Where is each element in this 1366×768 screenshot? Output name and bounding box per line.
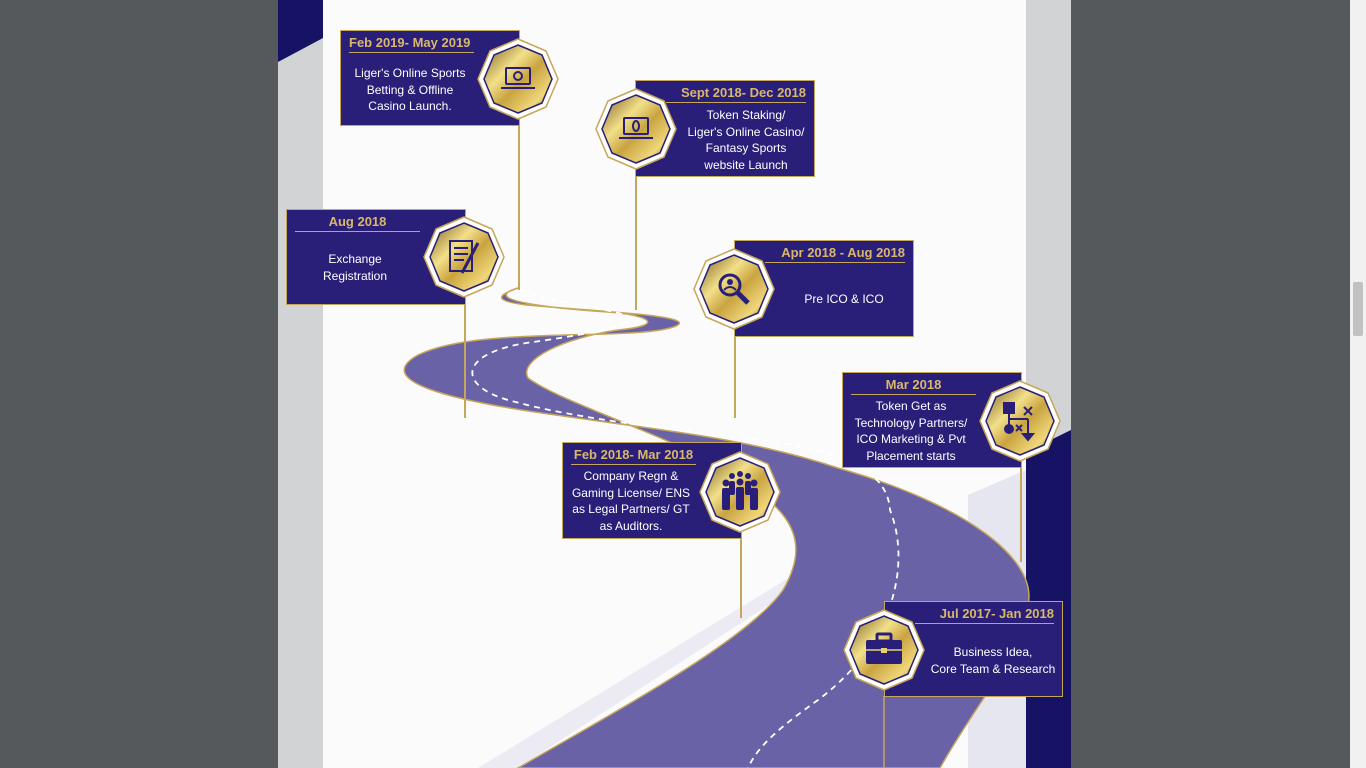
milestone-description: Token Staking/ Liger's Online Casino/ Fa… — [687, 108, 805, 172]
milestone-date: Sept 2018- Dec 2018 — [666, 84, 806, 103]
milestone-date: Mar 2018 — [851, 376, 976, 395]
milestone-date: Apr 2018 - Aug 2018 — [765, 244, 905, 263]
milestone-badge-3 — [423, 216, 505, 298]
milestone-date: Feb 2019- May 2019 — [349, 34, 474, 53]
milestone-date: Aug 2018 — [295, 213, 420, 232]
milestone-badge-7 — [843, 609, 925, 691]
stem-milestone-6 — [740, 532, 742, 618]
document-pen-icon — [449, 240, 480, 274]
stem-milestone-3 — [464, 300, 466, 418]
milestone-badge-1 — [477, 38, 559, 120]
team-icon — [722, 471, 758, 510]
milestone-description: Business Idea, Core Team & Research — [930, 645, 1056, 676]
stem-milestone-1 — [518, 120, 520, 290]
milestone-badge-6 — [699, 451, 781, 533]
laptop-icon — [619, 117, 653, 139]
milestone-badge-4 — [693, 248, 775, 330]
milestone-description: Token Get as Technology Partners/ ICO Ma… — [854, 399, 968, 463]
vertical-scrollbar[interactable] — [1350, 0, 1366, 768]
laptop-icon — [501, 67, 535, 89]
milestone-description: Liger's Online Sports Betting & Offline … — [354, 66, 466, 113]
strategy-icon — [1003, 402, 1036, 442]
milestone-description: Company Regn & Gaming License/ ENS as Le… — [571, 469, 691, 533]
scrollbar-thumb[interactable] — [1353, 282, 1363, 336]
milestone-description: Pre ICO & ICO — [804, 292, 884, 306]
roadmap-page: Feb 2019- May 2019 Liger's Online Sports… — [278, 0, 1071, 768]
milestone-card-6: Feb 2018- Mar 2018 Company Regn & Gaming… — [562, 442, 742, 539]
milestone-card-7: Jul 2017- Jan 2018 Business Idea, Core T… — [884, 601, 1063, 697]
milestone-badge-2 — [595, 88, 677, 170]
stem-milestone-5 — [1020, 462, 1022, 562]
road-shadow — [478, 560, 838, 768]
stem-milestone-4 — [734, 330, 736, 418]
milestone-description: Exchange Registration — [322, 252, 388, 283]
stem-milestone-2 — [635, 170, 637, 310]
corner-triangle-top-left — [278, 0, 323, 62]
milestone-date: Jul 2017- Jan 2018 — [915, 605, 1054, 624]
search-user-icon — [718, 273, 750, 305]
briefcase-icon — [866, 632, 902, 664]
milestone-badge-5 — [979, 380, 1061, 462]
milestone-date: Feb 2018- Mar 2018 — [571, 446, 696, 465]
milestone-card-2: Sept 2018- Dec 2018 Token Staking/ Liger… — [635, 80, 815, 177]
corner-band-right — [1026, 430, 1071, 768]
milestone-card-1: Feb 2019- May 2019 Liger's Online Sports… — [340, 30, 520, 126]
